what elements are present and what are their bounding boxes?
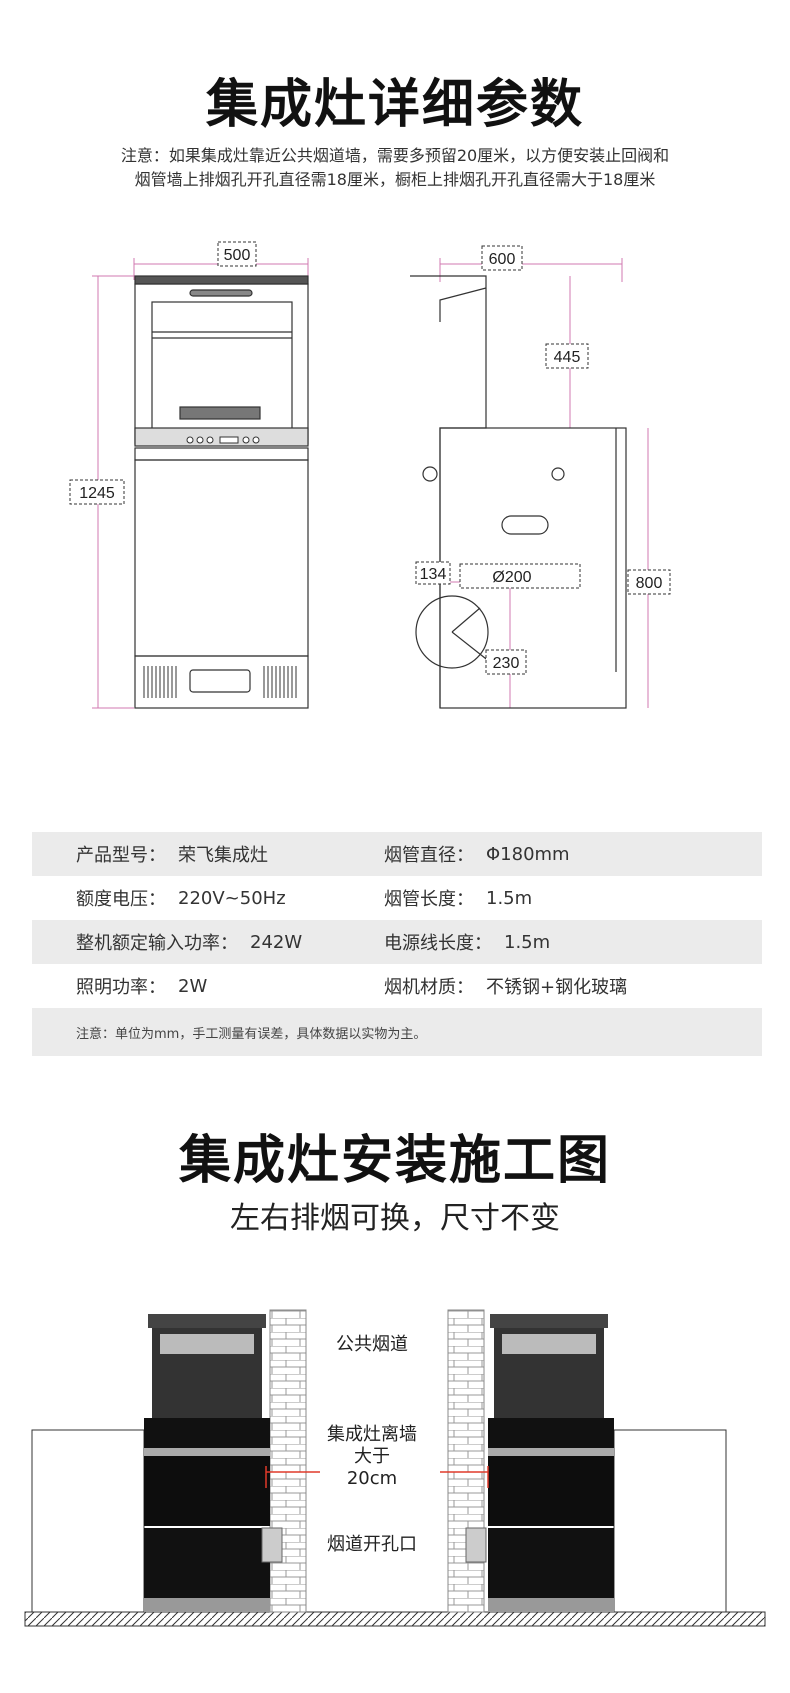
spec-value: 荣飞集成灶: [178, 845, 268, 866]
spec-row: 整机额定输入功率： 242W 电源线长度： 1.5m: [32, 920, 762, 964]
spec-cell-left: 照明功率： 2W: [32, 973, 372, 999]
flue-label: 公共烟道: [336, 1334, 408, 1355]
appliance-left: [144, 1314, 283, 1612]
side-upper-label-box: [545, 343, 589, 369]
spec-cell-left: 额度电压： 220V~50Hz: [32, 885, 372, 911]
spec-key: 烟管直径：: [384, 845, 474, 866]
side-body-height-label: 800: [636, 575, 663, 592]
note-line-2: 烟管墙上排烟孔开孔直径需18厘米，橱柜上排烟孔开孔直径需大于18厘米: [134, 170, 656, 189]
front-width-label-box: [217, 241, 257, 267]
front-height-label-box: [69, 479, 125, 505]
spec-value: 242W: [250, 931, 303, 953]
flue-wall-left: [269, 1309, 307, 1613]
flue-hole-label: 烟道开孔口: [327, 1534, 417, 1555]
front-vents: [143, 666, 297, 698]
spec-value: 不锈钢+钢化玻璃: [486, 977, 628, 998]
spec-cell-right: 电源线长度： 1.5m: [372, 929, 762, 955]
flue-wall-right: [447, 1309, 485, 1613]
front-height-label: 1245: [79, 485, 115, 502]
side-dimension-lines: [439, 258, 649, 708]
spec-cell-right: 烟管长度： 1.5m: [372, 885, 762, 911]
side-hole-diameter-label: Ø200: [492, 569, 531, 586]
spec-cell-right: 烟管直径： Φ180mm: [372, 841, 762, 867]
section-title-parameters: 集成灶详细参数: [205, 75, 584, 135]
side-hole-height-label: 230: [493, 655, 520, 672]
distance-label-line2: 大于: [354, 1446, 390, 1467]
spec-value: Φ180mm: [486, 843, 570, 865]
front-appliance-outline: [134, 275, 309, 709]
section-subtitle-installation: 左右排烟可换，尺寸不变: [230, 1201, 560, 1236]
side-upper-label: 445: [554, 349, 581, 366]
spec-row: 额度电压： 220V~50Hz 烟管长度： 1.5m: [32, 876, 762, 920]
side-hole-offset-label: 134: [420, 566, 447, 583]
side-body-height-label-box: [627, 569, 671, 595]
cabinet-left: [31, 1429, 145, 1613]
spec-cell-left: 产品型号： 荣飞集成灶: [32, 841, 372, 867]
spec-key: 额度电压：: [76, 889, 166, 910]
side-hole-diameter-label-box: [459, 563, 581, 589]
spec-cell-left: 整机额定输入功率： 242W: [32, 929, 372, 955]
note-line-1: 注意：如果集成灶靠近公共烟道墙，需要多预留20厘米，以方便安装止回阀和: [120, 146, 670, 165]
spec-key: 烟机材质：: [384, 977, 474, 998]
side-depth-label-box: [481, 245, 523, 271]
spec-key: 烟管长度：: [384, 889, 474, 910]
spec-key: 照明功率：: [76, 977, 166, 998]
spec-table: 产品型号： 荣飞集成灶 烟管直径： Φ180mm 额度电压： 220V~50Hz…: [32, 832, 762, 1056]
side-depth-label: 600: [489, 251, 516, 268]
distance-markers: [265, 1466, 489, 1488]
spec-key: 整机额定输入功率：: [76, 933, 238, 954]
front-width-label: 500: [224, 247, 251, 264]
spec-key: 电源线长度：: [384, 933, 492, 954]
front-view-drawing: 500 1245: [69, 241, 309, 709]
distance-label-line3: 20cm: [347, 1468, 397, 1489]
installation-diagram: 公共烟道 集成灶离墙 大于 20cm 烟道开孔口: [24, 1309, 766, 1627]
side-appliance-outline: [410, 275, 627, 709]
spec-note: 注意：单位为mm，手工测量有误差，具体数据以实物为主。: [32, 1008, 762, 1056]
distance-label-line1: 集成灶离墙: [327, 1424, 417, 1445]
spec-row: 产品型号： 荣飞集成灶 烟管直径： Φ180mm: [32, 832, 762, 876]
spec-value: 1.5m: [486, 887, 533, 909]
spec-value: 2W: [178, 975, 208, 997]
side-hole-height-label-box: [485, 649, 527, 675]
spec-row: 照明功率： 2W 烟机材质： 不锈钢+钢化玻璃: [32, 964, 762, 1008]
floor: [24, 1611, 766, 1627]
appliance-right: [465, 1314, 614, 1612]
side-view-drawing: 600 445 800 134 Ø200 230: [410, 245, 671, 709]
spec-value: 220V~50Hz: [178, 887, 286, 909]
section-title-installation: 集成灶安装施工图: [178, 1131, 611, 1191]
spec-value: 1.5m: [504, 931, 551, 953]
cabinet-right: [613, 1429, 727, 1613]
front-control-knobs: [186, 436, 260, 444]
spec-key: 产品型号：: [76, 845, 166, 866]
spec-cell-right: 烟机材质： 不锈钢+钢化玻璃: [372, 973, 762, 999]
side-hole-offset-label-box: [415, 561, 451, 585]
